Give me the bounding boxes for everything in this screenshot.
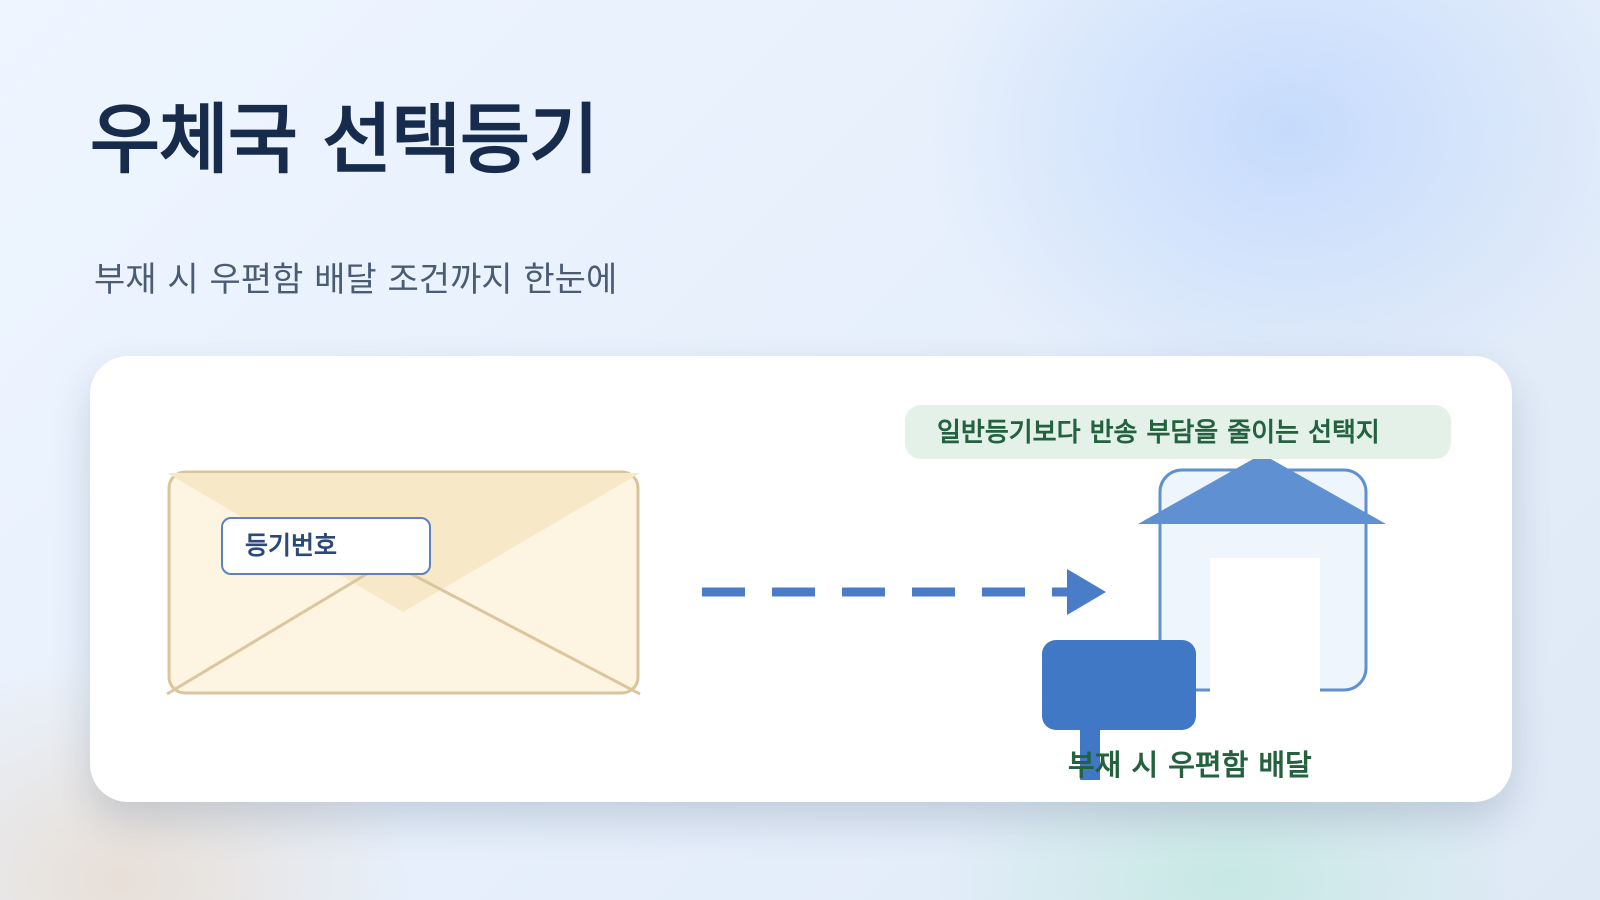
mailbox-delivery-label: 부재 시 우편함 배달 xyxy=(1068,748,1312,782)
page-subtitle: 부재 시 우편함 배달 조건까지 한눈에 xyxy=(94,260,618,300)
dashed-arrow-icon xyxy=(702,569,1106,615)
house-icon xyxy=(1138,454,1386,692)
benefit-badge: 일반등기보다 반송 부담을 줄이는 선택지 xyxy=(905,405,1451,459)
diagram-card: 일반등기보다 반송 부담을 줄이는 선택지 등기번호 부재 시 우편함 배달 xyxy=(90,356,1512,802)
mailbox-icon xyxy=(1042,640,1196,780)
page-title: 우체국 선택등기 xyxy=(90,95,599,184)
envelope-icon xyxy=(166,470,641,696)
registration-number-label: 등기번호 xyxy=(221,517,431,575)
